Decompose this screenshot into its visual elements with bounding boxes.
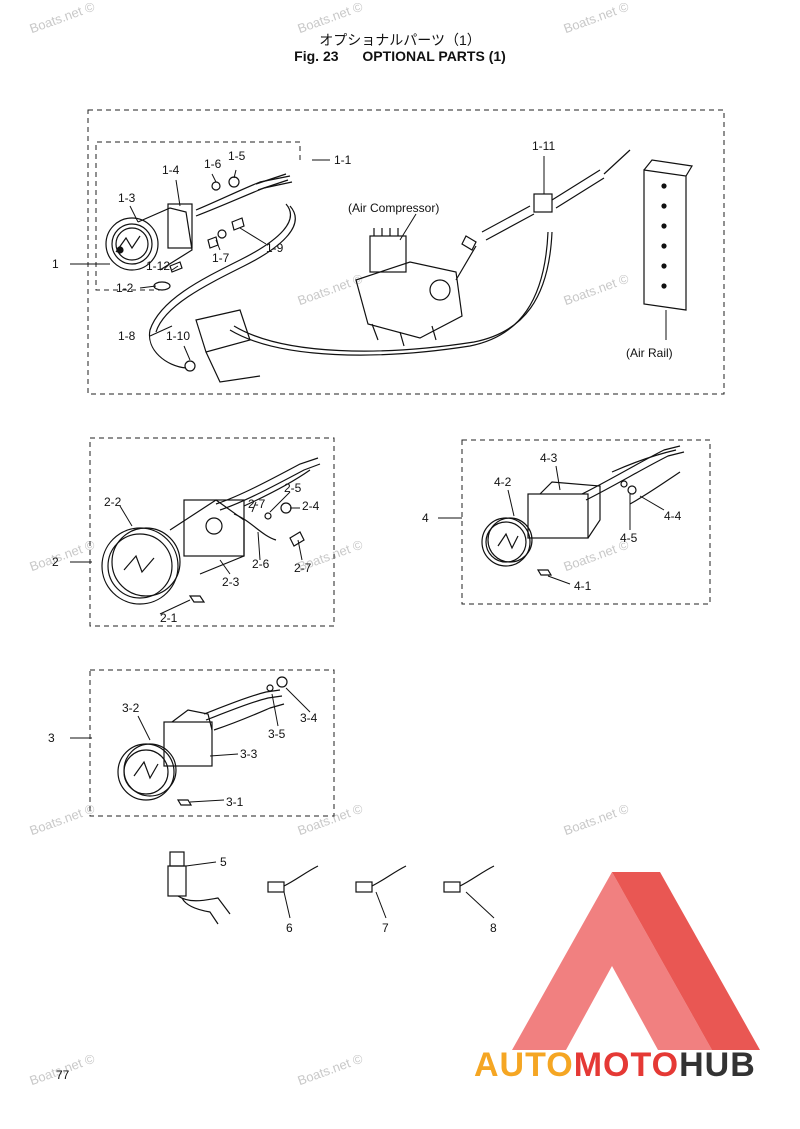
callout-part-4-1: 4-1 xyxy=(574,579,592,593)
brand-part-hub: HUB xyxy=(679,1046,756,1084)
callout-part-2-2: 2-2 xyxy=(104,495,122,509)
brand-part-auto: AUTO xyxy=(474,1046,574,1084)
group-4-frame xyxy=(461,439,711,605)
harness-7-illustration xyxy=(355,865,407,893)
figure-number: Fig. 23 xyxy=(294,48,339,64)
title-english: Fig. 23 OPTIONAL PARTS (1) xyxy=(0,48,800,64)
callout-part-4-4: 4-4 xyxy=(664,509,682,523)
callout-part-3-2: 3-2 xyxy=(122,701,140,715)
callout-part-4-3: 4-3 xyxy=(540,451,558,465)
callout-part-2-7: 2-7 xyxy=(248,497,266,511)
connector-tube-illustration xyxy=(481,149,631,241)
gauge-2-illustration xyxy=(101,499,245,605)
callout-part-3-4: 3-4 xyxy=(300,711,318,725)
callout-part-6: 6 xyxy=(286,921,293,935)
callout-part-2-3: 2-3 xyxy=(222,575,240,589)
callout-part-3-3: 3-3 xyxy=(240,747,258,761)
callout-part-1-4: 1-4 xyxy=(162,163,180,177)
callout-part-3-1: 3-1 xyxy=(226,795,244,809)
leader-lines xyxy=(70,156,667,919)
callout-part-1-7: 1-7 xyxy=(212,251,230,265)
callout-part-1-11: 1-11 xyxy=(532,139,555,153)
callout-part-5: 5 xyxy=(220,855,227,869)
callout-part-1-5: 1-5 xyxy=(228,149,246,163)
switch-5-illustration xyxy=(167,851,231,925)
callout-part-1-8: 1-8 xyxy=(118,329,136,343)
callout-part-1-1: 1-1 xyxy=(334,153,352,167)
harness-8-illustration xyxy=(443,865,495,893)
group-3-frame xyxy=(89,669,335,817)
wire-harness-3-illustration xyxy=(203,676,288,731)
callout-air-compressor: (Air Compressor) xyxy=(348,201,439,215)
callout-part-1-3: 1-3 xyxy=(118,191,136,205)
callout-part-1-2: 1-2 xyxy=(116,281,134,295)
harness-6-illustration xyxy=(267,865,319,893)
title-japanese: オプショナルパーツ（1） xyxy=(319,32,481,48)
wire-harness-2-illustration xyxy=(215,457,321,547)
callout-part-1-12: 1-12 xyxy=(146,259,170,273)
air-rail-illustration xyxy=(643,159,693,311)
callout-part-2-4: 2-4 xyxy=(302,499,320,513)
brand-part-moto: MOTO xyxy=(573,1046,680,1084)
callout-part-1-6: 1-6 xyxy=(204,157,222,171)
brand-logo-triangle xyxy=(512,872,760,1050)
callout-part-3-5: 3-5 xyxy=(268,727,286,741)
callout-part-2-5: 2-5 xyxy=(284,481,302,495)
gauge-4-illustration xyxy=(481,481,601,576)
callout-part-7: 7 xyxy=(382,921,389,935)
callout-part-4-5: 4-5 xyxy=(620,531,638,545)
callout-air-rail: (Air Rail) xyxy=(626,346,673,360)
air-hose-illustration xyxy=(148,203,553,369)
callout-part-3: 3 xyxy=(48,731,55,745)
callout-part-2: 2 xyxy=(52,555,59,569)
callout-part-2-1: 2-1 xyxy=(160,611,178,625)
group-2-frame xyxy=(89,437,335,627)
callout-part-1: 1 xyxy=(52,257,59,271)
callout-part-4: 4 xyxy=(422,511,429,525)
group-1-1-frame xyxy=(95,141,301,291)
group-1-frame xyxy=(87,109,725,395)
callout-part-2-7: 2-7 xyxy=(294,561,312,575)
brand-wordmark: AUTOMOTOHUB xyxy=(474,1046,756,1085)
callout-part-4-2: 4-2 xyxy=(494,475,512,489)
callout-part-1-9: 1-9 xyxy=(266,241,284,255)
wire-harness-1-illustration xyxy=(195,173,293,217)
callout-part-1-10: 1-10 xyxy=(166,329,190,343)
page-number: 77 xyxy=(56,1068,70,1082)
gauge-3-illustration xyxy=(117,709,213,806)
bracket-1-illustration xyxy=(184,309,261,383)
callout-part-2-6: 2-6 xyxy=(252,557,270,571)
gauge-1-illustration xyxy=(105,203,193,271)
air-compressor-illustration xyxy=(355,228,477,347)
figure-title: OPTIONAL PARTS (1) xyxy=(362,48,506,64)
callout-part-8: 8 xyxy=(490,921,497,935)
wire-harness-4-illustration xyxy=(581,445,685,505)
